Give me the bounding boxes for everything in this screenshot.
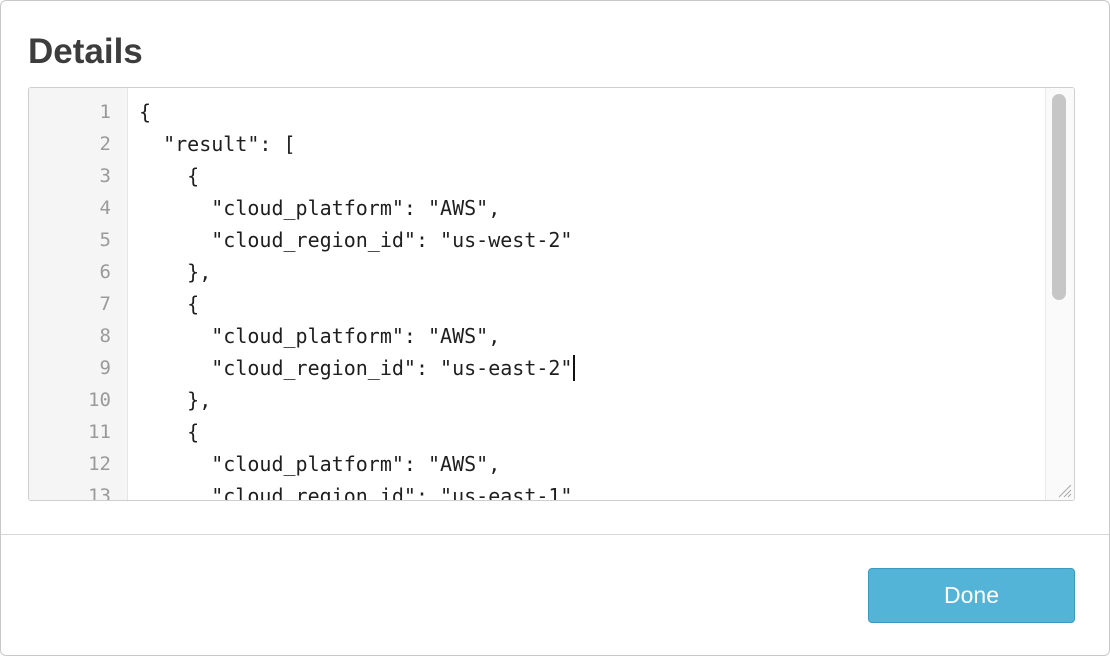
code-text[interactable]: "cloud_platform": "AWS", xyxy=(139,324,501,348)
code-text[interactable]: { xyxy=(139,420,200,444)
code-line[interactable]: 10 }, xyxy=(29,384,1045,416)
editor-scrollbar[interactable] xyxy=(1045,88,1074,500)
line-number: 9 xyxy=(99,357,111,379)
code-line[interactable]: 4 "cloud_platform": "AWS", xyxy=(29,192,1045,224)
code-text[interactable]: "cloud_region_id": "us-east-2" xyxy=(139,356,573,380)
code-text[interactable]: { xyxy=(139,100,152,124)
code-line[interactable]: 8 "cloud_platform": "AWS", xyxy=(29,320,1045,352)
code-text[interactable]: "cloud_region_id": "us-west-2" xyxy=(139,228,573,252)
code-line[interactable]: 5 "cloud_region_id": "us-west-2" xyxy=(29,224,1045,256)
code-line[interactable]: 13 "cloud_region_id": "us-east-1" xyxy=(29,480,1045,501)
code-text[interactable]: "cloud_region_id": "us-east-1" xyxy=(139,484,573,501)
code-line[interactable]: 11 { xyxy=(29,416,1045,448)
code-line[interactable]: 2 "result": [ xyxy=(29,128,1045,160)
text-cursor xyxy=(573,355,576,381)
resize-handle-icon[interactable] xyxy=(1056,482,1072,498)
code-line[interactable]: 3 { xyxy=(29,160,1045,192)
line-number: 2 xyxy=(99,133,111,155)
json-code-editor[interactable]: 1{2 "result": [3 {4 "cloud_platform": "A… xyxy=(28,87,1075,501)
code-text[interactable]: { xyxy=(139,164,200,188)
modal-title: Details xyxy=(28,32,143,71)
code-text[interactable]: "result": [ xyxy=(139,132,296,156)
done-button[interactable]: Done xyxy=(868,568,1075,623)
line-number: 7 xyxy=(99,293,111,315)
code-line[interactable]: 7 { xyxy=(29,288,1045,320)
line-number: 4 xyxy=(99,197,111,219)
line-number: 1 xyxy=(99,101,111,123)
code-line[interactable]: 6 }, xyxy=(29,256,1045,288)
code-line[interactable]: 9 "cloud_region_id": "us-east-2" xyxy=(29,352,1045,384)
line-number: 13 xyxy=(88,485,111,501)
code-text[interactable]: "cloud_platform": "AWS", xyxy=(139,452,501,476)
line-number: 8 xyxy=(99,325,111,347)
code-text[interactable]: }, xyxy=(139,388,212,412)
line-number: 10 xyxy=(88,389,111,411)
line-number: 6 xyxy=(99,261,111,283)
code-text[interactable]: }, xyxy=(139,260,212,284)
line-number: 5 xyxy=(99,229,111,251)
code-line[interactable]: 12 "cloud_platform": "AWS", xyxy=(29,448,1045,480)
scrollbar-thumb[interactable] xyxy=(1052,94,1066,300)
line-number: 11 xyxy=(88,421,111,443)
line-number: 3 xyxy=(99,165,111,187)
code-text[interactable]: { xyxy=(139,292,200,316)
code-lines: 1{2 "result": [3 {4 "cloud_platform": "A… xyxy=(29,96,1045,501)
code-line[interactable]: 1{ xyxy=(29,96,1045,128)
line-number: 12 xyxy=(88,453,111,475)
code-text[interactable]: "cloud_platform": "AWS", xyxy=(139,196,501,220)
line-number-gutter xyxy=(29,88,128,500)
footer-divider xyxy=(1,534,1109,535)
